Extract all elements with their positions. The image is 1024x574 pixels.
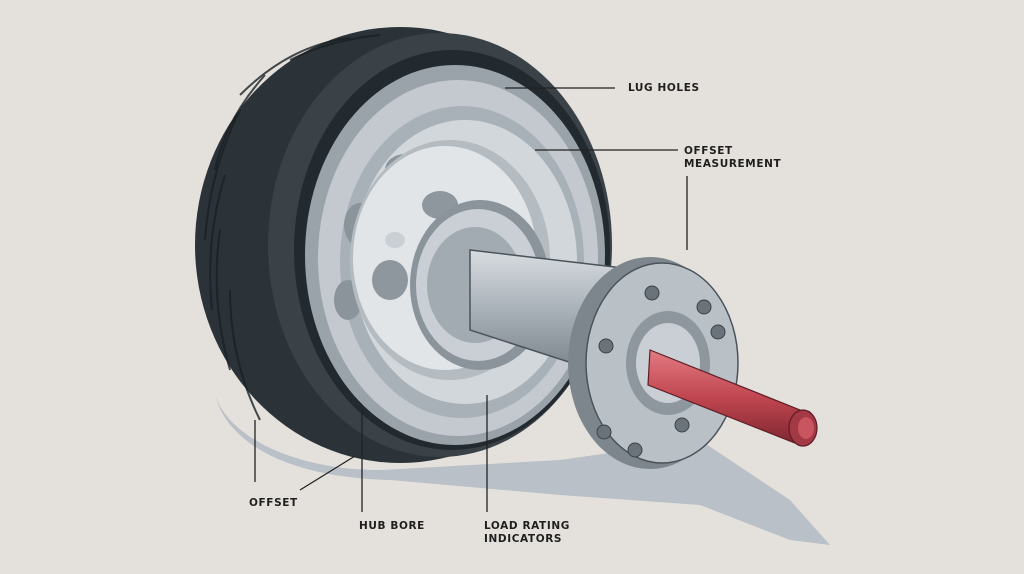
- label-load-rating-line2: INDICATORS: [484, 533, 563, 545]
- label-hub-bore: HUB BORE: [359, 520, 425, 532]
- offset-leader-diag: [299, 455, 356, 491]
- label-load-rating-line1: LOAD RATING: [484, 520, 570, 532]
- label-load-rating-indicators: LOAD RATING INDICATORS: [484, 520, 570, 546]
- label-offset-measurement: OFFSET MEASUREMENT: [684, 145, 781, 171]
- callout-lines: [254, 87, 688, 512]
- axle-red-shaft: [647, 349, 818, 447]
- label-lug-holes: LUG HOLES: [628, 82, 700, 94]
- ground-shadow: [215, 395, 830, 545]
- label-offset: OFFSET: [249, 497, 298, 509]
- label-offset-measurement-line2: MEASUREMENT: [684, 158, 782, 170]
- label-offset-measurement-line1: OFFSET: [684, 145, 733, 157]
